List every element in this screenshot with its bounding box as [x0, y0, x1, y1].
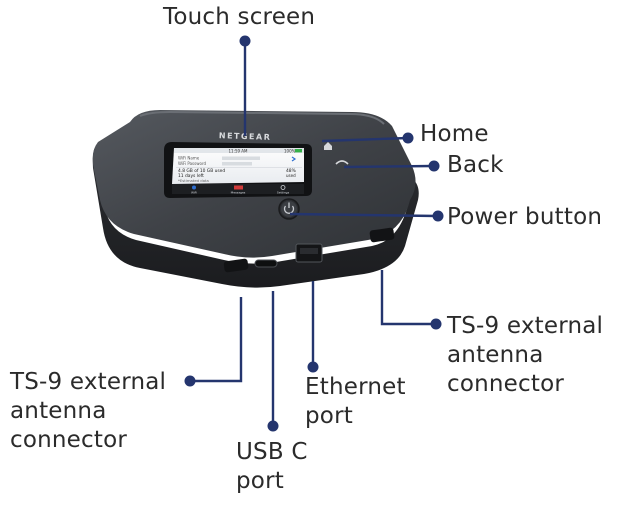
- left-antenna-connector: [223, 258, 249, 273]
- home-dot: [402, 132, 414, 144]
- back-leader: [343, 164, 433, 169]
- ethernet-label: Ethernet port: [305, 373, 406, 431]
- ts9-right-label: TS-9 external antenna connector: [447, 312, 603, 399]
- back-label: Back: [447, 151, 504, 180]
- callout-dots: [184, 35, 444, 432]
- ts9-right-label-line3: connector: [447, 371, 565, 397]
- power-button-leader: [289, 212, 438, 218]
- ethernet-dot: [307, 361, 319, 373]
- screen-row-days-left: 11 days left: [178, 173, 204, 179]
- power-icon: [283, 205, 295, 214]
- ts9-left-label-line2: antenna: [10, 398, 107, 424]
- power-button-label-text: Power button: [447, 204, 603, 230]
- ts9-left-label: TS-9 external antenna connector: [10, 368, 166, 455]
- power-button-label: Power button: [447, 203, 602, 232]
- messages-icon: [234, 185, 243, 190]
- ts9-right-label-line1: TS-9 external: [447, 313, 604, 339]
- ts9-left-leader: [190, 297, 243, 383]
- back-dot: [428, 160, 440, 172]
- touch-screen-label: Touch screen: [163, 3, 315, 32]
- screen-usage-label: used: [286, 173, 296, 178]
- screen-row-wifi-password: WiFi Password: [178, 161, 207, 166]
- usb-c-dot: [267, 420, 279, 432]
- ethernet-label-line2: port: [305, 403, 353, 429]
- callout-lines: [190, 41, 438, 425]
- home-label: Home: [420, 120, 489, 149]
- screen-usage-percent: 48%: [286, 168, 296, 174]
- ts9-right-label-line2: antenna: [447, 342, 544, 368]
- back-label-text: Back: [447, 152, 504, 178]
- settings-icon: [280, 185, 286, 190]
- right-antenna-connector: [369, 227, 395, 243]
- screen-row-data-used: 4.8 GB of 10 GB used: [178, 168, 225, 174]
- ts9-left-label-line3: connector: [10, 427, 128, 453]
- home-leader: [321, 136, 409, 143]
- home-key-icon[interactable]: [324, 142, 332, 150]
- ts9-right-dot: [430, 318, 442, 330]
- screen-row-estimated: *Estimated data: [178, 178, 209, 183]
- ethernet-label-line1: Ethernet: [305, 374, 406, 400]
- chevron-right-icon: [291, 156, 297, 162]
- screen-row-wifi-name: WiFi Name: [178, 156, 200, 161]
- ts9-left-label-line1: TS-9 external: [10, 369, 167, 395]
- power-button-dot: [432, 210, 444, 222]
- mobile-router: 11:59 AM 100% WiFi Name WiFi Password 4.…: [92, 110, 419, 288]
- screen-status-time: 11:59 AM: [229, 149, 249, 154]
- home-label-text: Home: [420, 121, 489, 147]
- screen-tab-messages: Messages: [231, 190, 246, 194]
- screen-tab-settings: Settings: [277, 190, 290, 194]
- screen-battery: 100%: [284, 149, 296, 154]
- touch-screen-dot: [239, 35, 251, 47]
- usb-c-port: [254, 259, 278, 268]
- ts9-right-leader: [380, 270, 436, 326]
- usb-c-label-line2: port: [236, 468, 284, 494]
- screen-tab-wifi: WiFi: [191, 190, 197, 194]
- touch-screen-label-text: Touch screen: [163, 4, 316, 30]
- ts9-left-dot: [184, 375, 196, 387]
- wifi-icon: [192, 185, 196, 190]
- back-key-icon[interactable]: [335, 160, 349, 165]
- brand-logo: NETGEAR: [219, 131, 272, 142]
- usb-c-label: USB C port: [236, 438, 308, 496]
- usb-c-label-line1: USB C: [236, 439, 308, 465]
